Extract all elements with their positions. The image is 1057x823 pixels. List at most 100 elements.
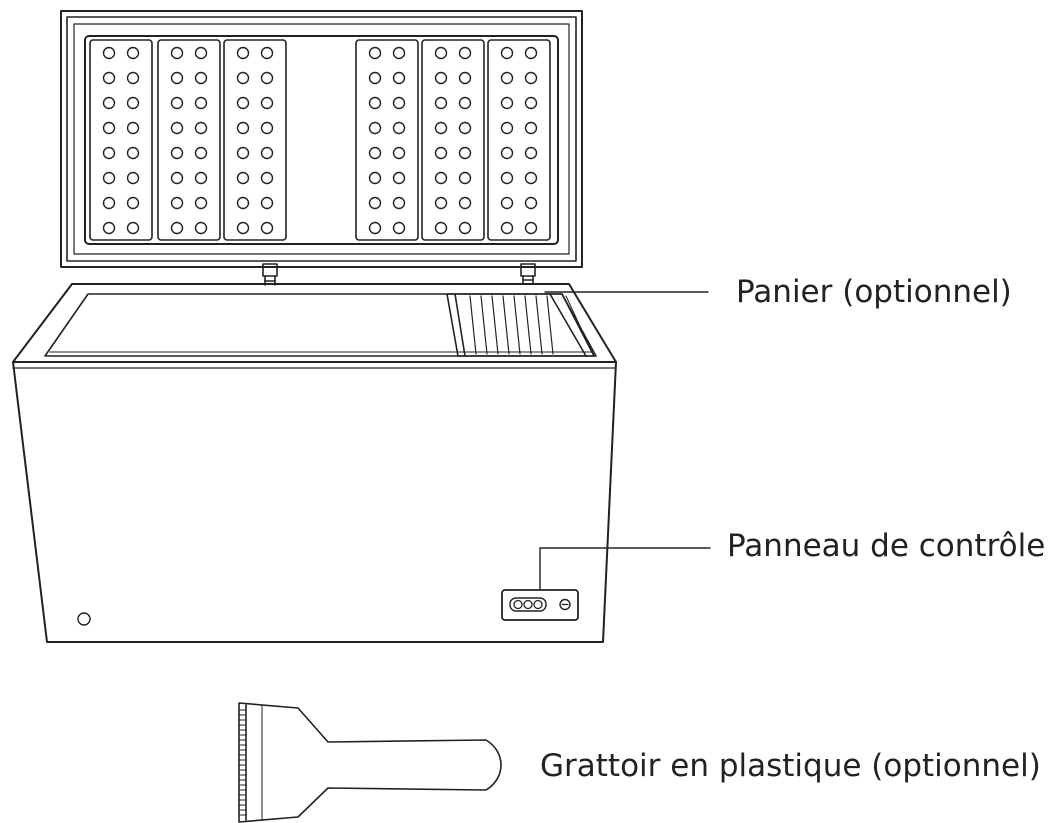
lid-vent-hole-icon bbox=[236, 171, 250, 185]
lid-vent-hole-icon bbox=[524, 146, 538, 160]
lid-vent-hole-icon bbox=[392, 121, 406, 135]
lid-vent-hole-icon bbox=[458, 46, 472, 60]
scraper-label: Grattoir en plastique (optionnel) bbox=[540, 748, 1041, 784]
control-panel-label: Panneau de contrôle bbox=[727, 528, 1046, 564]
lid-vent-hole-icon bbox=[392, 46, 406, 60]
lid-vent-hole-icon bbox=[524, 96, 538, 110]
lid-vent-hole-icon bbox=[458, 221, 472, 235]
basket-rib bbox=[535, 295, 543, 355]
lid-vent-hole-icon bbox=[102, 121, 116, 135]
lid-vent-hole-icon bbox=[170, 171, 184, 185]
leader-line-control-panel bbox=[539, 547, 711, 591]
chest-freezer-body-icon bbox=[12, 283, 617, 643]
lid-vent-hole-icon bbox=[500, 46, 514, 60]
chest-freezer-lid-icon bbox=[60, 10, 583, 268]
lid-vent-hole-icon bbox=[260, 171, 274, 185]
lid-vent-hole-icon bbox=[392, 221, 406, 235]
lid-vent-hole-icon bbox=[170, 221, 184, 235]
lid-vent-hole-icon bbox=[524, 121, 538, 135]
lid-vent-hole-icon bbox=[170, 46, 184, 60]
lid-vent-hole-icon bbox=[170, 71, 184, 85]
lid-vent-hole-icon bbox=[236, 196, 250, 210]
lid-vent-hole-icon bbox=[368, 221, 382, 235]
lid-vent-hole-icon bbox=[236, 71, 250, 85]
lid-vent-hole-icon bbox=[260, 71, 274, 85]
lid-vent-hole-icon bbox=[368, 46, 382, 60]
lid-vent-hole-icon bbox=[392, 146, 406, 160]
lid-vent-hole-icon bbox=[524, 196, 538, 210]
lid-vent-hole-icon bbox=[500, 96, 514, 110]
lid-vent-hole-icon bbox=[260, 96, 274, 110]
lid-vent-hole-icon bbox=[458, 171, 472, 185]
lid-vent-hole-icon bbox=[500, 121, 514, 135]
lid-vent-hole-icon bbox=[434, 71, 448, 85]
lid-vent-hole-icon bbox=[392, 196, 406, 210]
basket-rib bbox=[502, 295, 510, 355]
lid-vent-hole-icon bbox=[126, 171, 140, 185]
lid-vent-hole-icon bbox=[126, 96, 140, 110]
lid-vent-hole-icon bbox=[434, 96, 448, 110]
lid-vent-hole-icon bbox=[126, 46, 140, 60]
lid-vent-hole-icon bbox=[260, 46, 274, 60]
basket-rib bbox=[524, 295, 532, 355]
basket-label: Panier (optionnel) bbox=[736, 274, 1012, 310]
hinge-right-icon bbox=[520, 263, 536, 284]
lid-vent-hole-icon bbox=[458, 146, 472, 160]
lid-vent-hole-icon bbox=[194, 96, 208, 110]
basket-rib bbox=[546, 295, 554, 355]
lid-vent-hole-icon bbox=[524, 171, 538, 185]
lid-vent-hole-icon bbox=[194, 46, 208, 60]
lid-vent-hole-icon bbox=[260, 121, 274, 135]
lid-vent-hole-icon bbox=[458, 121, 472, 135]
lid-vent-hole-icon bbox=[194, 196, 208, 210]
lid-vent-hole-icon bbox=[260, 146, 274, 160]
lid-vent-hole-icon bbox=[368, 196, 382, 210]
lid-vent-hole-icon bbox=[102, 71, 116, 85]
lid-vent-hole-icon bbox=[434, 196, 448, 210]
lid-vent-hole-icon bbox=[126, 221, 140, 235]
lid-vent-hole-icon bbox=[194, 146, 208, 160]
lid-vent-hole-icon bbox=[102, 196, 116, 210]
basket-rib bbox=[469, 295, 477, 355]
lid-vent-hole-icon bbox=[434, 46, 448, 60]
lid-vent-hole-icon bbox=[368, 146, 382, 160]
wire-basket-icon bbox=[446, 293, 595, 357]
lid-vent-hole-icon bbox=[392, 96, 406, 110]
lid-vent-hole-icon bbox=[368, 96, 382, 110]
lid-vent-hole-icon bbox=[236, 221, 250, 235]
lid-vent-hole-icon bbox=[524, 46, 538, 60]
lid-vent-hole-icon bbox=[236, 46, 250, 60]
lid-vent-hole-icon bbox=[170, 196, 184, 210]
lid-vent-hole-icon bbox=[102, 146, 116, 160]
lid-vent-hole-icon bbox=[524, 71, 538, 85]
lid-vent-hole-icon bbox=[170, 121, 184, 135]
lid-vent-hole-icon bbox=[458, 96, 472, 110]
lid-vent-hole-icon bbox=[126, 71, 140, 85]
lid-vent-hole-icon bbox=[126, 146, 140, 160]
lid-vent-hole-icon bbox=[126, 196, 140, 210]
lid-vent-hole-icon bbox=[102, 171, 116, 185]
lid-vent-hole-icon bbox=[434, 146, 448, 160]
lid-vent-hole-icon bbox=[392, 71, 406, 85]
lid-vent-hole-icon bbox=[500, 146, 514, 160]
basket-rib bbox=[480, 295, 488, 355]
lid-vent-hole-icon bbox=[194, 71, 208, 85]
lid-vent-hole-icon bbox=[500, 171, 514, 185]
lid-vent-hole-icon bbox=[194, 121, 208, 135]
lid-vent-hole-icon bbox=[194, 171, 208, 185]
drain-plug-icon bbox=[77, 612, 91, 626]
control-panel-icon bbox=[501, 589, 579, 621]
lid-vent-hole-icon bbox=[236, 121, 250, 135]
lid-vent-hole-icon bbox=[260, 196, 274, 210]
lid-vent-hole-icon bbox=[434, 121, 448, 135]
lid-vent-hole-icon bbox=[194, 221, 208, 235]
lid-vent-hole-icon bbox=[458, 71, 472, 85]
lid-vent-hole-icon bbox=[236, 96, 250, 110]
lid-vent-hole-icon bbox=[458, 196, 472, 210]
lid-vent-hole-icon bbox=[434, 221, 448, 235]
lid-vent-hole-icon bbox=[368, 71, 382, 85]
lid-vent-hole-icon bbox=[102, 46, 116, 60]
lid-vent-hole-icon bbox=[260, 221, 274, 235]
lid-vent-hole-icon bbox=[500, 196, 514, 210]
